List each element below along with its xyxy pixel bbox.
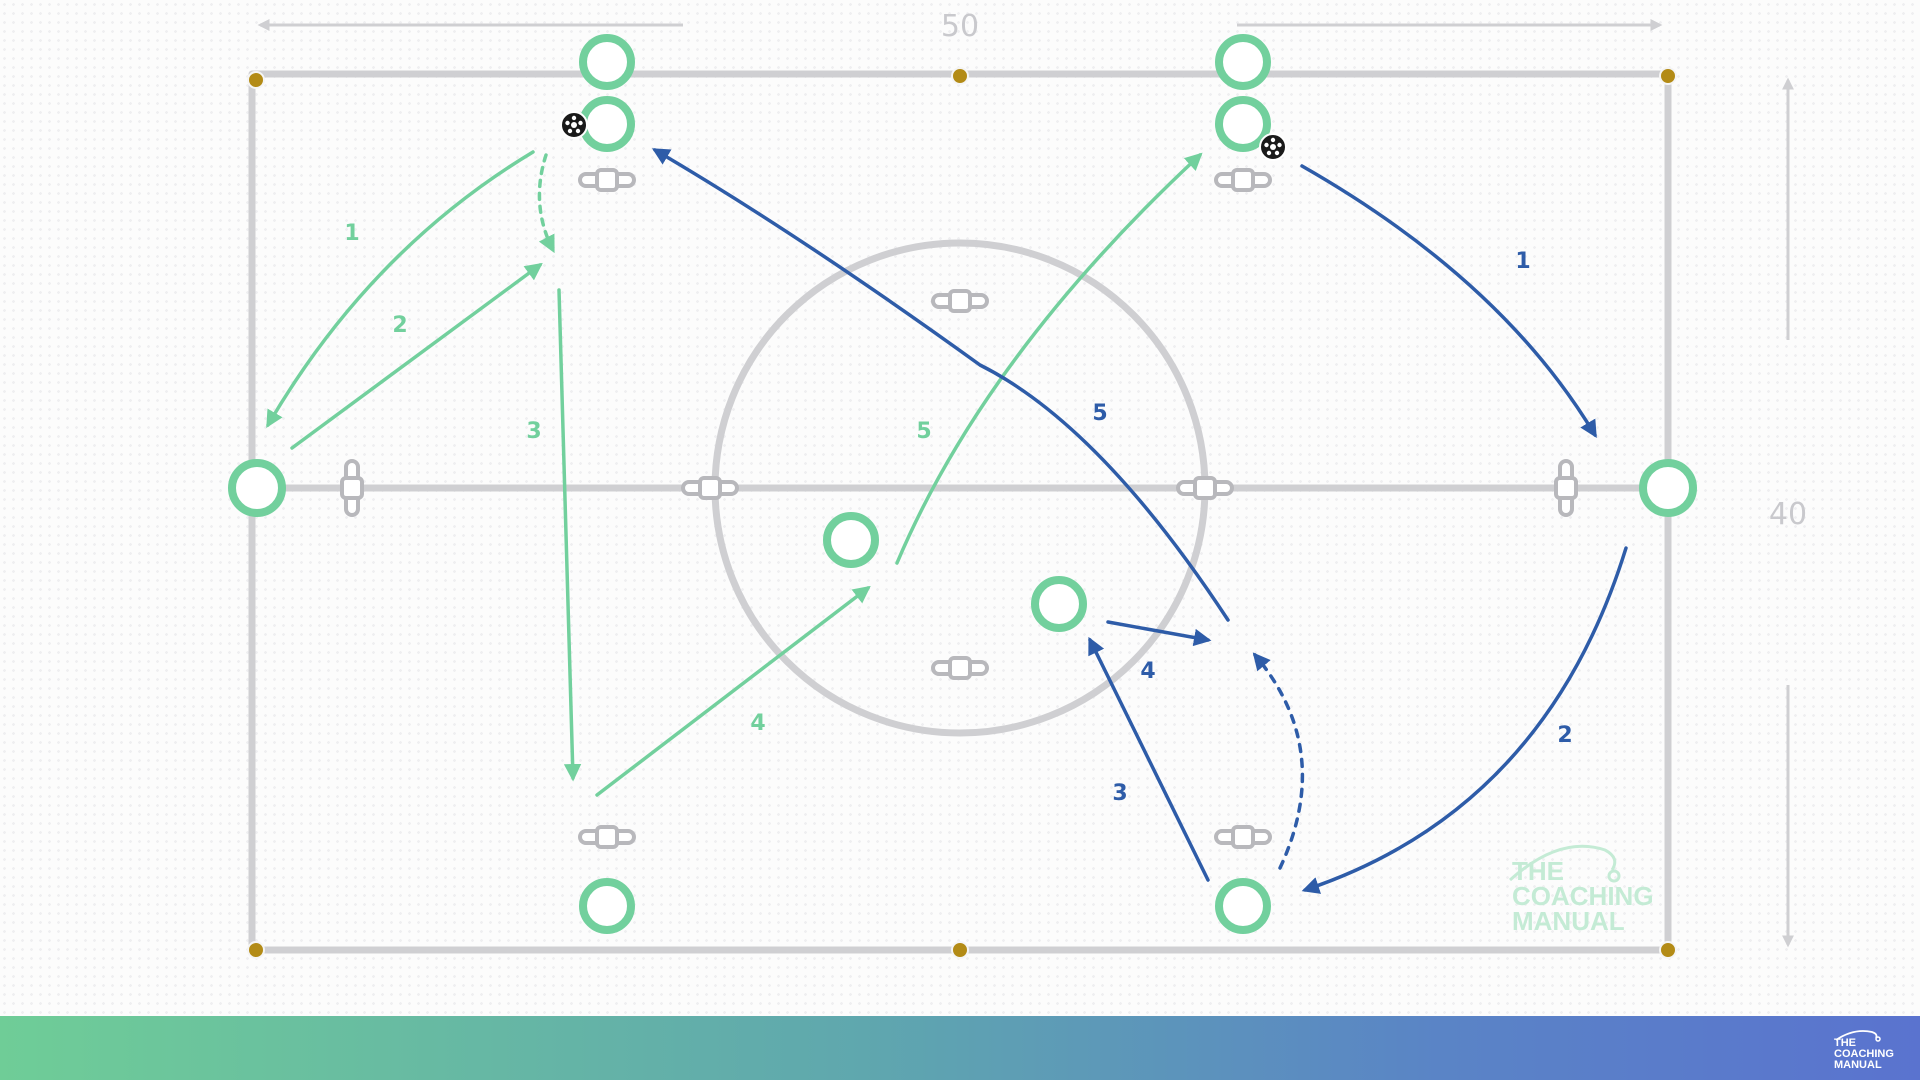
- green-label-4: 4: [750, 711, 765, 736]
- logo-ball-icon: [1607, 869, 1621, 883]
- footer-logo: THE COACHING MANUAL: [1832, 1028, 1910, 1072]
- mini-goal-icon: [578, 168, 636, 192]
- mini-goal-icon: [931, 656, 989, 680]
- green-label-5: 5: [916, 419, 931, 444]
- green-step-labels: 1 2 3 4 5: [344, 221, 931, 736]
- green-pass-3: [557, 288, 582, 782]
- logo-swoosh-icon: [1508, 844, 1617, 882]
- green-label-2: 2: [392, 313, 407, 338]
- width-dimension: 50: [257, 9, 1663, 44]
- green-pass-1: [266, 150, 535, 429]
- player-marker: [1639, 459, 1697, 517]
- blue-sequence: [651, 148, 1628, 894]
- player-marker: [1031, 576, 1087, 632]
- blue-run: [1252, 652, 1305, 870]
- blue-pass-1: [1300, 164, 1597, 439]
- corner-dot: [951, 67, 969, 85]
- mini-goal-icon: [1554, 459, 1578, 517]
- pitch-boundary: [248, 70, 1672, 954]
- corner-dot: [247, 941, 265, 959]
- green-label-1: 1: [344, 221, 359, 246]
- corner-dot: [247, 71, 265, 89]
- green-pass-5: [895, 152, 1203, 565]
- height-dimension: 40: [1769, 77, 1807, 948]
- ball-icon: [560, 111, 588, 139]
- footer-logo-line-1: THE: [1834, 1037, 1856, 1049]
- player-marker: [823, 512, 879, 568]
- footer-bar: THE COACHING MANUAL: [0, 1016, 1920, 1080]
- footer-logo-swoosh-icon: [1835, 1030, 1881, 1042]
- players: [228, 34, 1697, 934]
- watermark-line-2: COACHING: [1512, 881, 1654, 911]
- width-label: 50: [941, 9, 979, 44]
- green-sequence: [266, 150, 1203, 797]
- player-marker: [1215, 96, 1271, 152]
- pitch: [248, 70, 1672, 954]
- blue-label-1: 1: [1515, 249, 1530, 274]
- mini-goal-icon: [1214, 825, 1272, 849]
- green-label-3: 3: [526, 419, 541, 444]
- player-marker: [1215, 878, 1271, 934]
- blue-pass-5: [651, 148, 1230, 622]
- watermark-line-3: MANUAL: [1512, 906, 1625, 936]
- mini-goal-icon: [578, 825, 636, 849]
- blue-pass-2: [1301, 546, 1628, 894]
- blue-label-4: 4: [1140, 659, 1155, 684]
- mini-goal-icon: [931, 289, 989, 313]
- watermark-line-1: THE: [1512, 856, 1564, 886]
- blue-label-2: 2: [1557, 723, 1572, 748]
- player-marker: [579, 878, 635, 934]
- mini-goal-icon: [340, 459, 364, 517]
- boundary-markers: [247, 67, 1677, 959]
- corner-dot: [1659, 941, 1677, 959]
- green-run: [537, 153, 555, 254]
- watermark-logo: THE COACHING MANUAL: [1508, 844, 1654, 936]
- mini-goal-icon: [1176, 476, 1234, 500]
- ball-icon: [1259, 133, 1287, 161]
- footer-logo-line-2: COACHING: [1834, 1048, 1894, 1060]
- height-label: 40: [1769, 497, 1807, 532]
- mini-goal-icon: [1214, 168, 1272, 192]
- footer-logo-line-3: MANUAL: [1834, 1059, 1882, 1071]
- blue-step-labels: 1 2 3 4 5: [1092, 249, 1572, 806]
- player-marker: [579, 34, 635, 90]
- drill-diagram: 50 40: [228, 9, 1807, 959]
- blue-pass-3: [1088, 636, 1210, 882]
- corner-dot: [951, 941, 969, 959]
- corner-dot: [1659, 67, 1677, 85]
- player-marker: [228, 459, 286, 517]
- mini-goals: [340, 168, 1578, 849]
- player-marker: [579, 96, 635, 152]
- mini-goal-icon: [681, 476, 739, 500]
- green-pass-2: [290, 262, 543, 450]
- blue-label-5: 5: [1092, 401, 1107, 426]
- blue-pass-4: [1106, 620, 1212, 647]
- green-pass-4: [595, 585, 871, 797]
- player-marker: [1215, 34, 1271, 90]
- blue-label-3: 3: [1112, 781, 1127, 806]
